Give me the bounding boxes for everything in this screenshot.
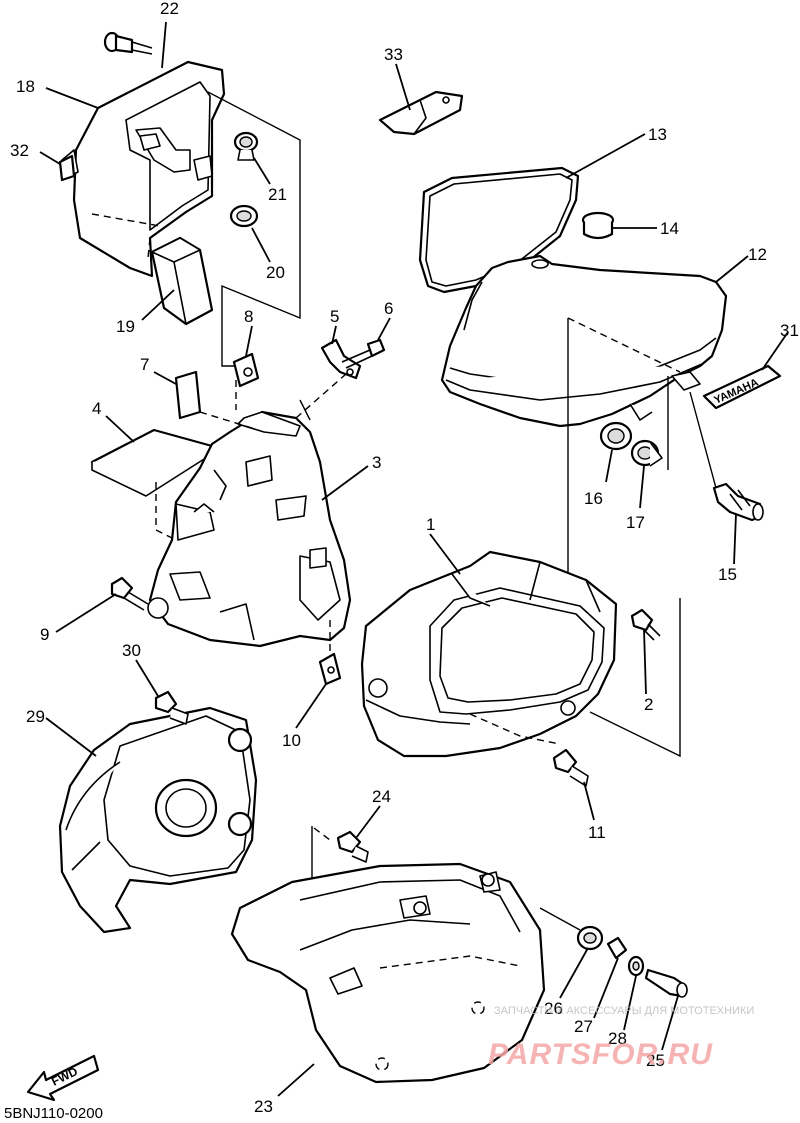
callout-26: 26 (544, 999, 563, 1018)
callout-4: 4 (92, 399, 101, 418)
callout-19: 19 (116, 317, 135, 336)
callout-9: 9 (40, 625, 49, 644)
callout-27: 27 (574, 1017, 593, 1036)
guide-dash-12 (567, 317, 681, 373)
fwd-arrow: FWD (26, 1054, 100, 1102)
callout-5: 5 (330, 307, 339, 326)
callout-15: 15 (718, 565, 737, 584)
part-11-bolt (552, 748, 589, 787)
part-3-case-bracket (147, 410, 352, 648)
callout-18: 18 (16, 77, 35, 96)
part-22-bolt (103, 31, 153, 55)
callout-16: 16 (584, 489, 603, 508)
part-19-foam-block (150, 236, 214, 326)
part-32-tab (58, 154, 76, 182)
part-28-washer (627, 955, 645, 977)
callout-10: 10 (282, 731, 301, 750)
guide-line-3b (299, 399, 311, 421)
part-1-air-cleaner-case (360, 550, 618, 758)
part-5-bracket (320, 338, 362, 380)
part-12-air-cleaner-cap (440, 254, 728, 428)
callout-8: 8 (244, 307, 253, 326)
callout-25: 25 (646, 1051, 665, 1070)
watermark-line: ЗАПЧАСТИ И АКСЕССУАРЫ ДЛЯ МОТОТЕХНИКИ (494, 1005, 754, 1017)
callout-12: 12 (748, 245, 767, 264)
callout-29: 29 (26, 707, 45, 726)
callout-1: 1 (426, 515, 435, 534)
callout-20: 20 (266, 263, 285, 282)
part-25-bolt (644, 968, 688, 998)
part-8-clip-nut (232, 352, 260, 388)
part-16-ring (599, 421, 633, 451)
callout-24: 24 (372, 787, 391, 806)
part-20-grommet (229, 204, 259, 228)
callout-14: 14 (660, 219, 679, 238)
callout-28: 28 (608, 1029, 627, 1048)
part-14-grommet (581, 211, 615, 240)
part-31-emblem: YAMAHA (702, 364, 782, 410)
callout-7: 7 (140, 355, 149, 374)
part-7-pad (174, 370, 202, 420)
part-6-screw (341, 338, 386, 369)
callout-23: 23 (254, 1097, 273, 1116)
part-33-bracket (378, 90, 464, 136)
callout-2: 2 (644, 695, 653, 714)
guide-lines-18 (207, 91, 301, 367)
callout-30: 30 (122, 641, 141, 660)
part-24-bolt (336, 830, 369, 863)
callout-6: 6 (384, 299, 393, 318)
part-9-bolt (110, 576, 149, 611)
callout-11: 11 (588, 823, 606, 842)
part-13-filter-element (418, 166, 580, 294)
callout-21: 21 (268, 185, 287, 204)
callout-3: 3 (372, 453, 381, 472)
watermark: ЗАПЧАСТИ И АКСЕССУАРЫ ДЛЯ МОТОТЕХНИКИ PA… (488, 1005, 754, 1071)
part-15-drain-plug (712, 482, 764, 522)
part-26-ring (576, 925, 604, 951)
part-10-clip-nut (318, 652, 342, 686)
part-18-side-cover (61, 60, 226, 278)
watermark-logo: PARTSFOR.RU (488, 1038, 713, 1071)
part-2-bolt (630, 608, 661, 641)
callout-22: 22 (160, 0, 179, 18)
callout-31: 31 (780, 321, 799, 340)
callout-13: 13 (648, 125, 667, 144)
part-30-bolt (154, 690, 189, 725)
guide-dash-24 (313, 827, 331, 841)
part-27-collar (606, 936, 628, 960)
part-29-cover (58, 706, 258, 934)
guide-lines-12 (567, 318, 717, 758)
guide-dash-3 (155, 373, 347, 541)
part-23-crankcase-cover (230, 862, 546, 1084)
callout-labels: 22 18 32 21 20 19 33 13 14 12 31 16 17 1… (10, 0, 799, 1116)
guide-line-25 (539, 907, 581, 931)
leader-lines (39, 21, 789, 1097)
callout-32: 32 (10, 141, 29, 160)
part-17-grommet (630, 439, 663, 467)
callout-17: 17 (626, 513, 645, 532)
diagram-code: 5BNJ110-0200 (4, 1105, 103, 1122)
part-21-grommet (233, 131, 259, 161)
callout-33: 33 (384, 45, 403, 64)
